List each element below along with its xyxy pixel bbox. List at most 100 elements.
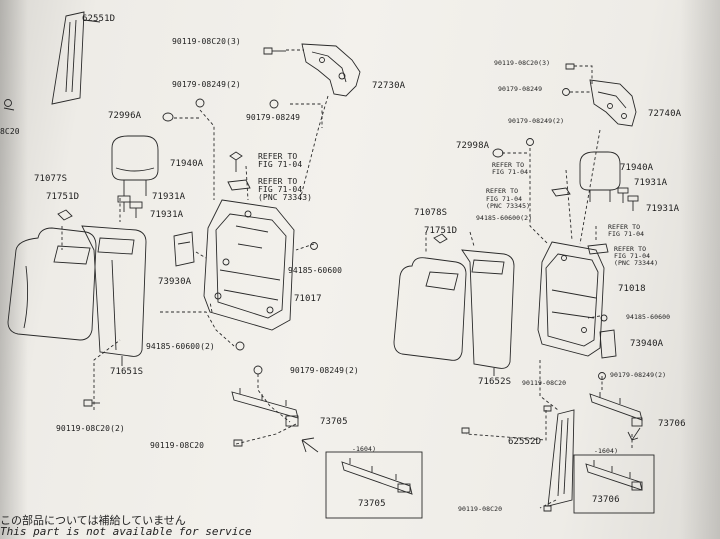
label-71751d-right: 71751D [424, 226, 458, 236]
label-71931a-1: 71931A [152, 192, 186, 202]
label-90119-08c20-3-right: 90119-08C20(3) [494, 59, 551, 67]
part-71931a-guides [117, 195, 143, 218]
part-71018-frame [537, 241, 605, 357]
label-box-right-part: 73706 [592, 495, 620, 505]
label-box-left-part: 73705 [358, 499, 386, 509]
nut-72996a [162, 112, 174, 122]
label-90119-08c20-mid: 90119-08C20 [150, 441, 205, 450]
bolt-94185-right [600, 314, 608, 322]
part-71017-frame [203, 199, 295, 331]
label-71651s: 71651S [110, 367, 144, 377]
label-94185-60600: 94185-60600 [288, 266, 343, 275]
label-71077s: 71077S [34, 174, 68, 184]
part-71078s-cushion [393, 257, 467, 361]
bolt-94185-2-left [235, 341, 245, 351]
part-73930a-cover [173, 231, 195, 267]
part-62552d-trim [547, 409, 575, 507]
ref-d-line1: REFER TO [486, 187, 519, 195]
part-71077s-cushion [7, 227, 97, 341]
label-90179-08249-right: 90179-08249 [498, 85, 543, 93]
label-90119-08c20-right-mid: 90119-08C20 [522, 379, 567, 387]
footnote-english: This part is not available for service [0, 525, 252, 538]
label-90179-08249-2-right: 90179-08249(2) [508, 117, 565, 125]
label-90179-08249-2-mid: 90179-08249(2) [290, 366, 359, 375]
label-71078s: 71078S [414, 208, 448, 218]
label-72998a: 72998A [456, 141, 490, 151]
ref-a-line2: FIG 71-04 [258, 160, 303, 169]
bolt-94185-left [310, 242, 318, 250]
label-90179-08249: 90179-08249 [246, 113, 301, 122]
ref-part-c [551, 187, 571, 197]
ref-part-b [227, 179, 251, 191]
inset-box-73706 [573, 454, 655, 514]
ref-c-line1: REFER TO [492, 161, 525, 169]
label-71931a-right-2: 71931A [646, 204, 680, 214]
label-71018: 71018 [618, 284, 646, 294]
ref-f-line1: REFER TO [614, 245, 647, 253]
arrow-pointer-left [301, 437, 319, 453]
label-94185-60600-right: 94185-60600 [626, 313, 671, 321]
ref-f-line2: FIG 71-04 [614, 252, 651, 260]
ref-part-d [587, 243, 609, 255]
label-73930a: 73930A [158, 277, 192, 287]
label-71017: 71017 [294, 294, 322, 304]
ref-part-a [229, 151, 243, 172]
label-71751d: 71751D [46, 192, 80, 202]
inset-box-73705 [325, 451, 423, 519]
nut-72998a [492, 148, 504, 158]
label-73705: 73705 [320, 417, 348, 427]
ref-b-line3: (PNC 73343) [258, 193, 313, 202]
ref-f-line3: (PNC 73344) [614, 259, 659, 267]
part-62551d-trim [51, 11, 101, 105]
footnote-japanese: この部品については補給していません [0, 514, 186, 527]
part-71652s-pad [461, 249, 515, 376]
part-73940a-cover [599, 329, 617, 359]
ref-b-line1: REFER TO [258, 177, 298, 186]
bolt-90119-lower-mid [233, 439, 243, 447]
part-72730a-bracket [301, 43, 361, 97]
part-71651s-pad [81, 225, 147, 366]
label-90119-08c20-right-bottom: 90119-08C20 [458, 505, 503, 513]
label-72730a: 72730A [372, 81, 406, 91]
label-box-left-range: -1604) [352, 445, 377, 453]
bolt-left-edge [3, 99, 15, 111]
ref-a-line1: REFER TO [258, 152, 298, 161]
part-71940a-headrest [111, 135, 159, 196]
label-73940a: 73940A [630, 339, 664, 349]
label-94185-60600-2: 94185-60600(2) [146, 342, 215, 351]
part-73706-rail [589, 392, 643, 427]
label-edge-8c20: 8C20 [0, 127, 20, 136]
clip-71751d-right [433, 233, 448, 244]
bolt-90179-top-left [195, 98, 205, 108]
bolt-90119-right-bottom [543, 505, 552, 512]
bolt-90119-top-right [565, 63, 575, 70]
bolt-90119-right-mid [543, 405, 552, 412]
bolt-right-edge-low [461, 427, 470, 434]
label-94185-60600-2-right: 94185-60600(2) [476, 214, 533, 222]
label-72996a: 72996A [108, 111, 142, 121]
label-71940a: 71940A [170, 159, 204, 169]
bolt-90179-right-low [598, 372, 606, 380]
part-71931a-guides-right [617, 187, 639, 211]
label-73706: 73706 [658, 419, 686, 429]
label-62551d: 62551D [82, 14, 116, 24]
bolt-90179-2-right [526, 138, 534, 146]
label-90179-08249-2-right-low: 90179-08249(2) [610, 371, 667, 379]
label-62552d: 62552D [508, 437, 542, 447]
label-72740a: 72740A [648, 109, 682, 119]
clip-71751d [57, 209, 73, 221]
bolt-90179-mid-left [269, 99, 279, 109]
label-71931a-2: 71931A [150, 210, 184, 220]
part-71940a-headrest-right [579, 151, 621, 202]
label-71652s: 71652S [478, 377, 512, 387]
label-90179-08249-2: 90179-08249(2) [172, 80, 241, 89]
label-90119-08c20-3: 90119-08C20(3) [172, 37, 241, 46]
ref-d-line3: (PNC 73345) [486, 202, 531, 210]
label-71940a-right: 71940A [620, 163, 654, 173]
part-72740a-bracket [589, 79, 637, 127]
label-71931a-right-1: 71931A [634, 178, 668, 188]
bolt-90179-right [562, 88, 570, 96]
ref-d-line2: FIG 71-04 [486, 195, 523, 203]
